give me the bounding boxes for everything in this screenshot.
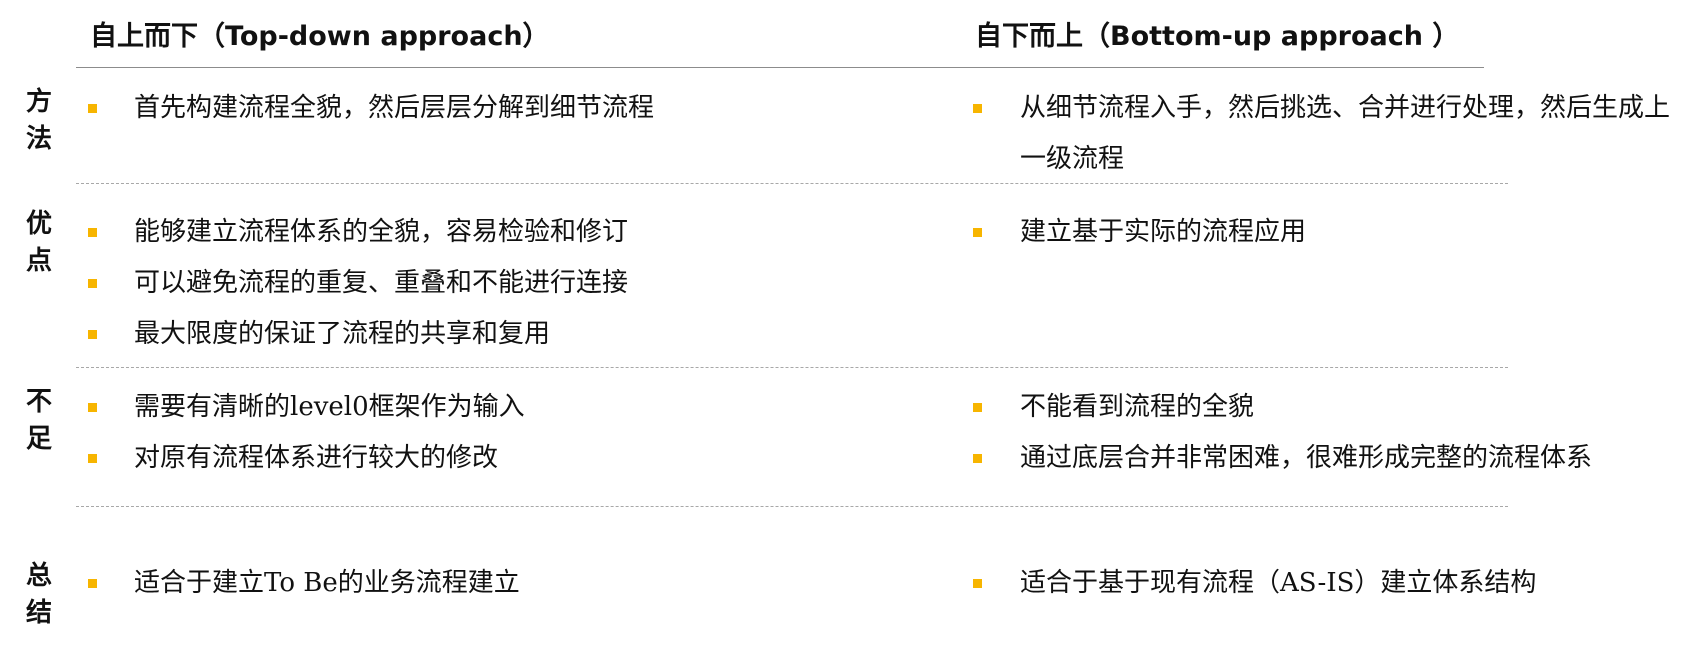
row-label-advantages: 优点	[25, 209, 52, 276]
bullet-icon	[88, 228, 97, 237]
list-item: 建立基于实际的流程应用	[970, 207, 1690, 258]
bullet-icon	[88, 104, 97, 113]
row-divider	[76, 183, 1508, 184]
bullet-icon	[88, 454, 97, 463]
method-bottom-up-cell: 从细节流程入手，然后挑选、合并进行处理，然后生成上一级流程	[970, 83, 1690, 185]
list-item: 不能看到流程的全貌	[970, 382, 1690, 433]
bullet-icon	[973, 454, 982, 463]
advantages-top-down-cell: 能够建立流程体系的全貌，容易检验和修订 可以避免流程的重复、重叠和不能进行连接 …	[84, 207, 904, 360]
list-item: 最大限度的保证了流程的共享和复用	[84, 309, 904, 360]
list-item: 能够建立流程体系的全貌，容易检验和修订	[84, 207, 904, 258]
list-item: 适合于基于现有流程（AS-IS）建立体系结构	[970, 558, 1690, 609]
header-rule	[76, 67, 1484, 68]
row-label-shortcomings: 不足	[25, 387, 52, 454]
bullet-icon	[88, 403, 97, 412]
shortcomings-bottom-up-cell: 不能看到流程的全貌 通过底层合并非常困难，很难形成完整的流程体系	[970, 382, 1690, 484]
row-divider	[76, 506, 1508, 507]
bullet-icon	[973, 403, 982, 412]
list-item: 从细节流程入手，然后挑选、合并进行处理，然后生成上一级流程	[970, 83, 1690, 185]
bullet-icon	[973, 228, 982, 237]
row-divider	[76, 367, 1508, 368]
list-item: 可以避免流程的重复、重叠和不能进行连接	[84, 258, 904, 309]
list-item: 对原有流程体系进行较大的修改	[84, 433, 904, 484]
list-item: 适合于建立To Be的业务流程建立	[84, 558, 904, 609]
row-label-method: 方法	[25, 87, 52, 154]
method-top-down-cell: 首先构建流程全貌，然后层层分解到细节流程	[84, 83, 904, 134]
bullet-icon	[88, 279, 97, 288]
bullet-icon	[88, 579, 97, 588]
summary-bottom-up-cell: 适合于基于现有流程（AS-IS）建立体系结构	[970, 558, 1690, 609]
bullet-icon	[88, 330, 97, 339]
list-item: 首先构建流程全貌，然后层层分解到细节流程	[84, 83, 904, 134]
row-label-summary: 总结	[25, 561, 52, 628]
bullet-icon	[973, 579, 982, 588]
list-item: 需要有清晰的level0框架作为输入	[84, 382, 904, 433]
top-down-header: 自上而下（Top-down approach）	[90, 21, 550, 52]
bullet-icon	[973, 104, 982, 113]
advantages-bottom-up-cell: 建立基于实际的流程应用	[970, 207, 1690, 258]
shortcomings-top-down-cell: 需要有清晰的level0框架作为输入 对原有流程体系进行较大的修改	[84, 382, 904, 484]
summary-top-down-cell: 适合于建立To Be的业务流程建立	[84, 558, 904, 609]
list-item: 通过底层合并非常困难，很难形成完整的流程体系	[970, 433, 1690, 484]
bottom-up-header: 自下而上（Bottom-up approach ）	[975, 21, 1460, 52]
